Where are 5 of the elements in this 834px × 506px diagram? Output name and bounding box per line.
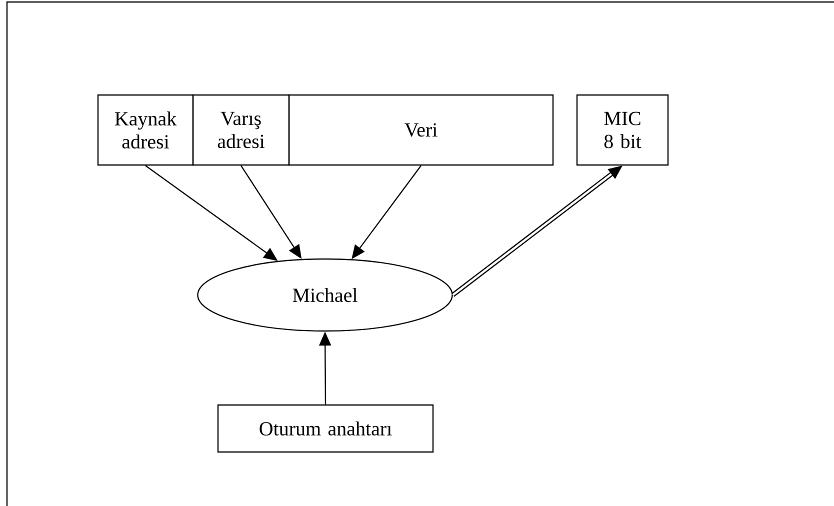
field-box: MIC 8 bit xyxy=(576,94,669,166)
field-box: Varış adresi xyxy=(192,94,290,166)
field-box: Oturum anahtarı xyxy=(217,404,434,453)
field-box: Veri xyxy=(288,94,554,166)
field-box: Kaynak adresi xyxy=(97,94,194,166)
